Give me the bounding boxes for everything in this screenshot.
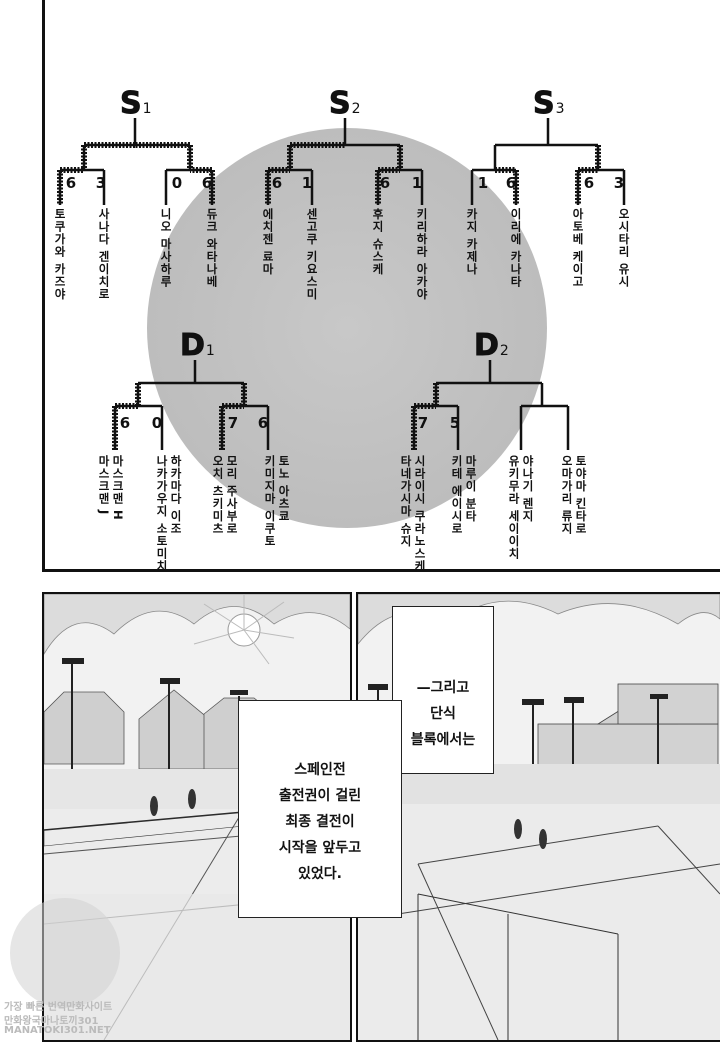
player-name: 키미지마 이쿠토 (263, 455, 277, 548)
group-label-d1: D1 (180, 328, 215, 364)
caption-line: —그리고 (416, 680, 470, 696)
player-name: 이리에 카나타 (509, 208, 523, 289)
player-name: 센고쿠 키요스미 (305, 208, 319, 301)
player-name: 사나다 겐이치로 (97, 208, 111, 301)
player-name: 오시타리 유시 (617, 208, 631, 289)
player-name: 모리 주사부로 (225, 455, 239, 536)
player-name: 듀크 와타나베 (205, 208, 219, 289)
caption-line: 스페인전 (294, 762, 346, 778)
score: 6 (583, 174, 595, 192)
player-name: 아토베 케이고 (571, 208, 585, 289)
player-name: 마스크맨 J (97, 455, 111, 516)
player-name: 카지 카제나 (465, 208, 479, 276)
score: 6 (271, 174, 283, 192)
player-name: 키리하라 아카야 (415, 208, 429, 301)
score: 1 (477, 174, 489, 192)
player-name: 후지 슈스케 (371, 208, 385, 276)
player-name: 야나기 렌지 (521, 455, 535, 523)
score: 6 (379, 174, 391, 192)
score: 7 (417, 414, 429, 432)
player-name: 마루이 분타 (464, 455, 478, 523)
player-name: 하카마다 이조 (169, 455, 183, 536)
player-name: 오치 츠키미츠 (211, 455, 225, 536)
caption-line: 있었다. (298, 866, 342, 882)
player-name: 유키무라 세이이치 (507, 455, 521, 561)
group-label-s1: S1 (120, 86, 152, 122)
player-name: 시라이시 쿠라노스케 (413, 455, 427, 573)
player-name: 니오 마사하루 (159, 208, 173, 289)
score: 6 (119, 414, 131, 432)
score: 6 (65, 174, 77, 192)
watermark-text: MANATOKI301.NET (4, 1025, 111, 1036)
player-name: 타네가시마 슈지 (399, 455, 413, 548)
player-name: 토노 아츠쿄 (277, 455, 291, 523)
player-name: 토쿠가와 카즈야 (53, 208, 67, 301)
score: 5 (449, 414, 461, 432)
score: 1 (301, 174, 313, 192)
score: 6 (201, 174, 213, 192)
group-label-s2: S2 (329, 86, 361, 122)
score: 7 (227, 414, 239, 432)
score: 3 (613, 174, 625, 192)
player-name: 에치젠 료마 (261, 208, 275, 276)
player-name: 토야마 킨타로 (574, 455, 588, 536)
group-label-s3: S3 (533, 86, 565, 122)
caption-line: 최종 결전이 (285, 814, 355, 830)
score: 6 (257, 414, 269, 432)
watermark: 가장 빠른 번역만화사이트 만화왕국마나토끼301 MANATOKI301.NE… (2, 898, 124, 1038)
caption-line: 출전권이 걸린 (278, 788, 362, 804)
watermark-text: 가장 빠른 번역만화사이트 (4, 1002, 113, 1013)
panel-border (42, 569, 720, 572)
group-label-d2: D2 (474, 328, 509, 364)
caption-line: 단식 (430, 706, 456, 722)
player-name: 나카가우지 소토미치 (155, 455, 169, 573)
bracket-lines (57, 118, 626, 450)
score: 1 (411, 174, 423, 192)
player-name: 키테 에이시로 (450, 455, 464, 536)
caption-line: 블록에서는 (410, 732, 476, 748)
player-name: 오마가리 류지 (560, 455, 574, 536)
score: 3 (95, 174, 107, 192)
panel-border (42, 0, 45, 572)
caption-box: —그리고 단식 블록에서는 (392, 606, 494, 774)
score: 0 (151, 414, 163, 432)
caption-box: 스페인전 출전권이 걸린 최종 결전이 시작을 앞두고 있었다. (238, 700, 402, 918)
score: 6 (505, 174, 517, 192)
player-name: 마스크맨 H (111, 455, 125, 521)
caption-line: 시작을 앞두고 (278, 840, 362, 856)
score: 0 (171, 174, 183, 192)
watermark-text: 만화왕국마나토끼301 (4, 1016, 99, 1027)
watermark-logo-icon (10, 898, 120, 1008)
